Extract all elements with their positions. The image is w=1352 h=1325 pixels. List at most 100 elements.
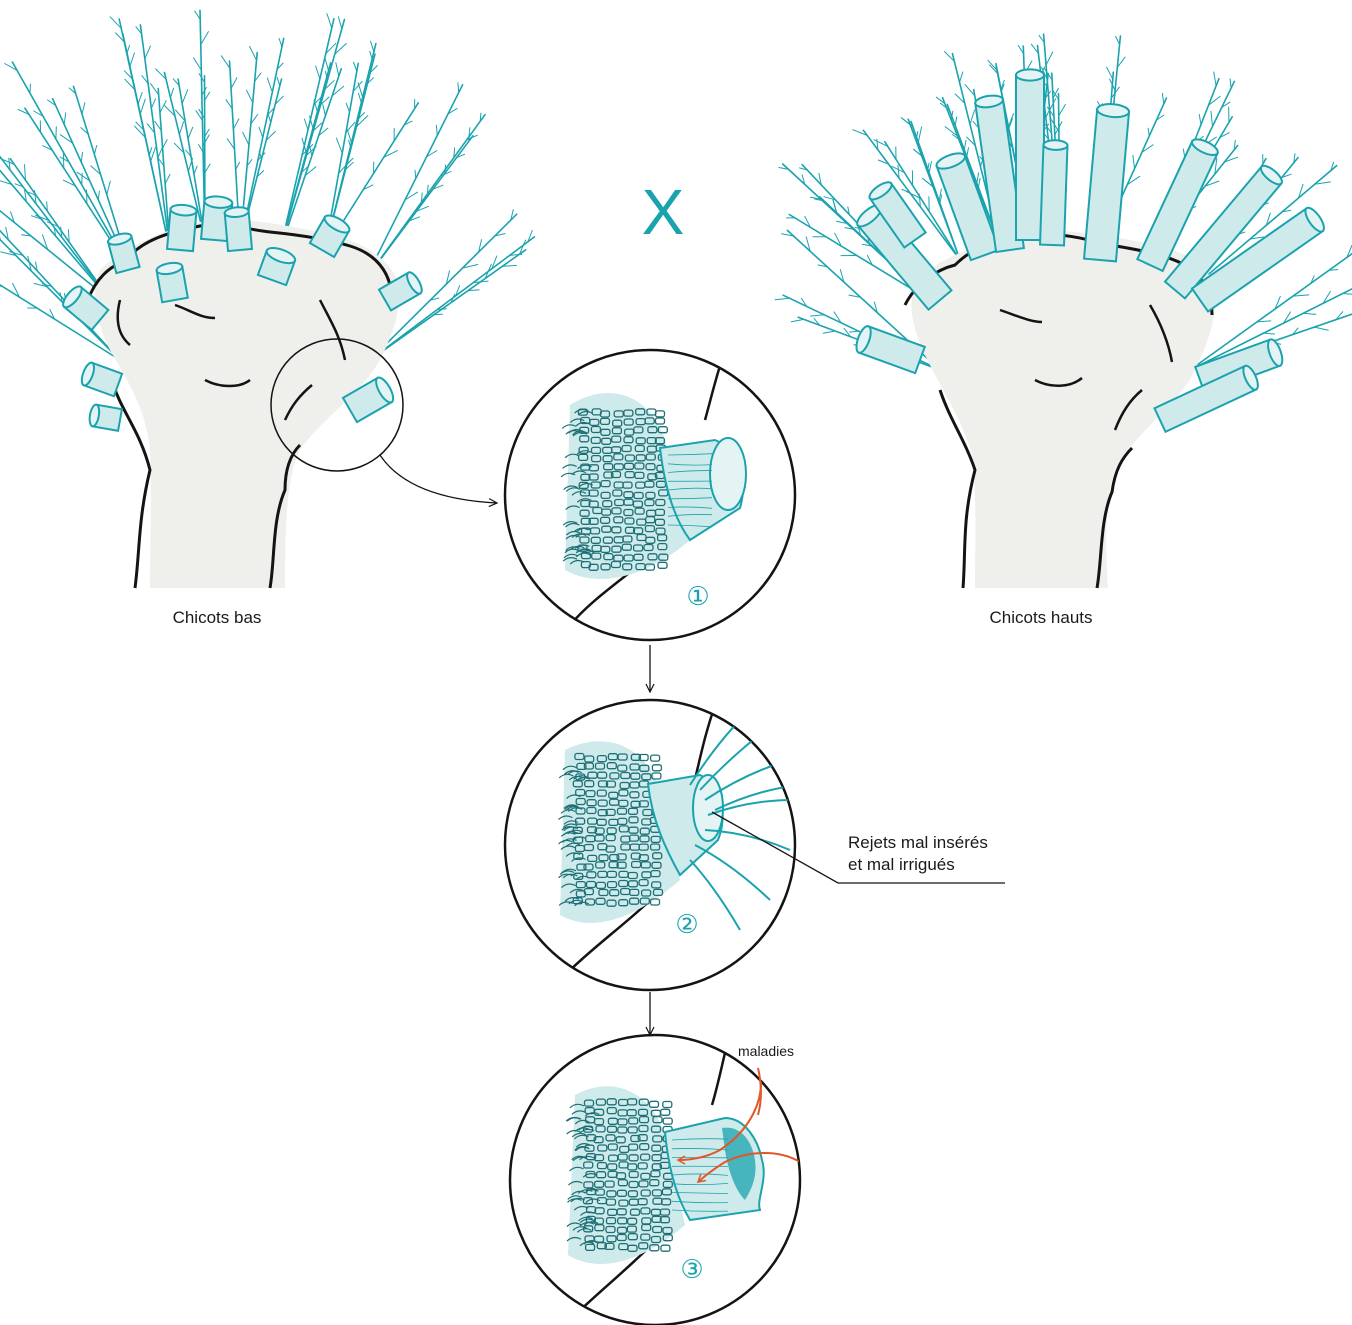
left-twig — [268, 114, 271, 122]
left-twig — [458, 83, 459, 93]
left-twig — [47, 202, 48, 211]
left-twig — [94, 146, 96, 155]
right-twig — [960, 72, 963, 82]
right-twig — [918, 127, 921, 142]
left-twig — [480, 113, 481, 121]
left-twig — [323, 105, 326, 116]
left-twig — [243, 132, 249, 145]
right-twig — [1329, 270, 1338, 271]
left-twig — [163, 140, 168, 149]
right-twig — [823, 331, 835, 333]
right-twig — [1162, 93, 1163, 104]
cut-face-1 — [710, 438, 746, 510]
left-twig — [247, 90, 253, 102]
right-twig — [1303, 313, 1316, 314]
left-twig — [182, 90, 188, 104]
left-twig — [221, 56, 230, 69]
left-tree-label: Chicots bas — [173, 608, 262, 627]
left-twig — [305, 119, 309, 130]
right-stub-cut — [1043, 140, 1067, 150]
right-twig — [1199, 114, 1201, 124]
step-1-number: ① — [686, 581, 709, 611]
disease-label: maladies — [738, 1043, 794, 1059]
right-twig — [811, 315, 824, 316]
left-twig — [336, 138, 342, 153]
zoom-connector-arrow — [380, 455, 497, 503]
detail-step-2: ② — [505, 700, 800, 990]
left-stub — [156, 261, 188, 302]
right-twig — [1211, 111, 1213, 126]
left-stub — [167, 204, 197, 251]
right-twig — [978, 178, 980, 187]
left-twig — [316, 66, 320, 79]
left-twig — [194, 58, 202, 70]
vs-mark: X — [642, 176, 685, 248]
step-2-number: ② — [675, 909, 698, 939]
right-twig — [1107, 67, 1113, 79]
right-twig — [1046, 52, 1053, 65]
right-stub — [1084, 103, 1130, 262]
left-twig — [64, 113, 66, 125]
left-twig — [201, 32, 209, 45]
left-twig — [325, 58, 329, 71]
left-twig — [259, 127, 263, 137]
left-twig — [151, 99, 155, 108]
left-twig — [179, 122, 183, 135]
left-twig — [98, 191, 99, 200]
left-stub — [224, 206, 252, 251]
detail-step-3: ③ — [510, 1035, 800, 1325]
left-twig — [279, 39, 282, 47]
left-twig — [171, 88, 174, 97]
right-tree-label: Chicots hauts — [990, 608, 1093, 627]
right-stub-body — [1084, 109, 1129, 261]
left-twig — [127, 45, 130, 53]
right-stub-body — [1016, 75, 1044, 240]
left-twig — [203, 135, 209, 146]
detail-step-1: ① — [505, 350, 795, 640]
right-twig — [1009, 114, 1014, 127]
left-tree — [0, 10, 534, 588]
right-stub-cut — [1016, 69, 1044, 80]
left-twig — [231, 78, 237, 89]
callout-line-2: et mal irrigués — [848, 855, 955, 874]
right-twig — [1214, 72, 1216, 86]
right-stub — [854, 324, 925, 373]
left-twig — [140, 99, 145, 114]
right-twig — [1314, 327, 1328, 330]
left-twig — [188, 127, 193, 138]
right-stub — [1040, 140, 1068, 246]
left-stub — [79, 361, 122, 396]
right-twig — [1116, 36, 1120, 44]
left-twig — [205, 164, 210, 173]
right-stub — [1016, 69, 1044, 240]
right-twig — [1133, 155, 1135, 168]
right-twig — [850, 331, 859, 332]
left-twig — [81, 152, 82, 162]
left-twig — [427, 185, 428, 194]
right-twig — [1148, 128, 1149, 136]
left-twig — [250, 47, 257, 61]
right-twig — [1053, 89, 1058, 99]
right-twig — [1230, 79, 1231, 88]
right-tree — [775, 34, 1352, 588]
right-twig — [1059, 105, 1066, 116]
left-twig — [165, 174, 170, 183]
left-twig — [468, 290, 479, 291]
left-twig — [205, 92, 210, 100]
left-twig — [149, 148, 152, 156]
left-twig — [336, 63, 339, 76]
left-twig — [82, 103, 85, 114]
left-twig — [415, 170, 416, 178]
left-twig — [346, 103, 349, 112]
left-twig — [233, 119, 239, 129]
callout-line-1: Rejets mal insérés — [848, 833, 988, 852]
left-twig — [436, 125, 437, 135]
left-twig — [107, 181, 111, 195]
right-twig — [967, 148, 969, 157]
right-stub-body — [1040, 145, 1067, 246]
left-twig — [434, 314, 443, 315]
left-twig — [338, 17, 341, 29]
right-twig — [955, 117, 957, 126]
left-twig — [130, 53, 135, 66]
